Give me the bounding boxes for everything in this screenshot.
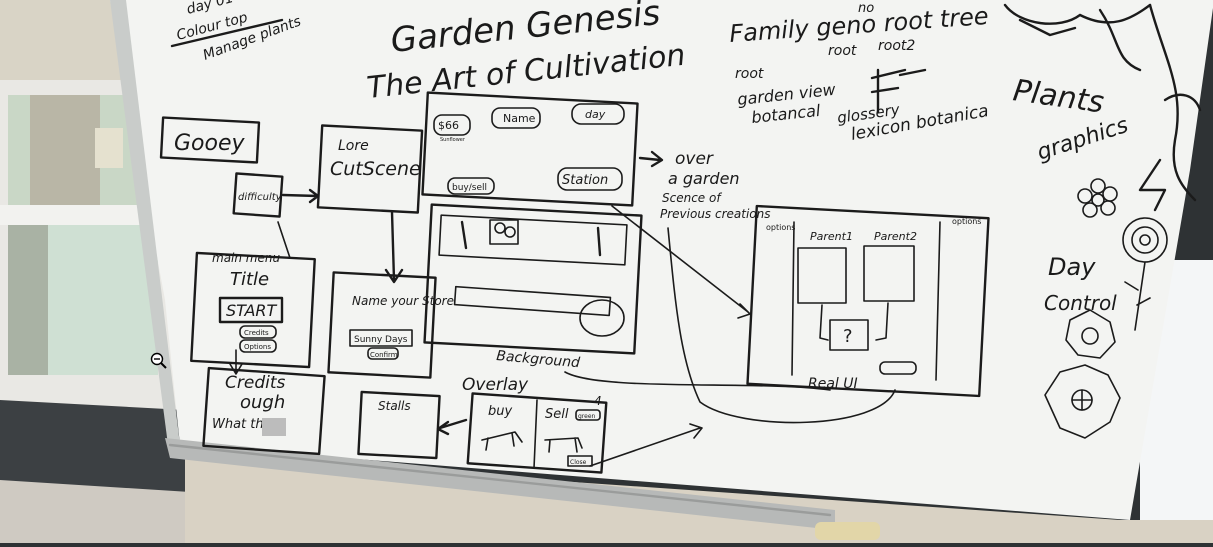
note-no: no — [858, 1, 874, 16]
note-graphics: graphics — [1034, 113, 1131, 166]
name-store-heading: Name your Store — [352, 294, 454, 308]
breeding-options-right: options — [952, 217, 981, 226]
breeding-real-ui: Real UI — [808, 376, 858, 392]
breeding-options-left: options — [766, 223, 795, 232]
credits-line1: ough — [240, 392, 285, 413]
stalls-label: Stalls — [378, 399, 411, 413]
main-menu-label: main menu — [212, 251, 280, 265]
overlay-label: Overlay — [462, 375, 529, 395]
note-root: root — [828, 43, 857, 59]
overlay-close: Close — [570, 459, 587, 466]
plant-doodle — [1003, 3, 1202, 212]
background-label: Background — [496, 348, 581, 371]
over-garden-1: over — [675, 149, 714, 169]
overlay-buy: buy — [488, 404, 512, 419]
flower-doodle-1 — [1077, 178, 1118, 218]
note-plants: Plants — [1011, 73, 1106, 120]
name-store-input: Sunny Days — [354, 335, 408, 345]
cutscene-label: CutScene — [330, 158, 421, 180]
credits-heading: Credits — [225, 373, 285, 393]
hud-buy-sell: buy/sell — [452, 183, 487, 193]
over-garden-2: a garden — [668, 169, 740, 188]
breeding-parent2: Parent2 — [874, 230, 917, 243]
zoom-out-icon[interactable] — [150, 352, 168, 370]
hud-money: $66 — [438, 119, 459, 132]
hud-day: day — [585, 108, 606, 121]
note-control: Control — [1044, 291, 1117, 315]
over-garden-3: Scence of — [662, 191, 722, 205]
difficulty-label: difficulty — [238, 192, 283, 203]
credits-line2: What the — [212, 417, 272, 432]
lore-label: Lore — [338, 138, 369, 154]
name-store-confirm: Confirm — [370, 351, 398, 359]
hud-money-sub: Sunflower — [440, 137, 466, 143]
hud-name: Name — [503, 112, 536, 125]
note-day: Day — [1048, 253, 1096, 281]
overlay-sell: Sell — [545, 407, 569, 422]
hud-station: Station — [562, 173, 608, 188]
main-menu-start: START — [226, 301, 278, 320]
breeding-unknown: ? — [843, 326, 853, 347]
flower-doodle-3 — [1044, 364, 1121, 439]
flower-doodle-2 — [1065, 309, 1116, 359]
over-garden-4: Previous creations — [660, 207, 771, 221]
note-root-small: root — [735, 66, 764, 82]
main-menu-options-btn: Options — [244, 343, 271, 351]
overlay-green: green — [578, 413, 596, 420]
rose-doodle — [1122, 217, 1168, 331]
note-root2: root2 — [878, 38, 915, 54]
main-menu-credits-btn: Credits — [244, 329, 269, 337]
gooey-label: Gooey — [174, 131, 246, 156]
main-menu-title: Title — [230, 269, 269, 290]
breeding-parent1: Parent1 — [810, 230, 853, 243]
